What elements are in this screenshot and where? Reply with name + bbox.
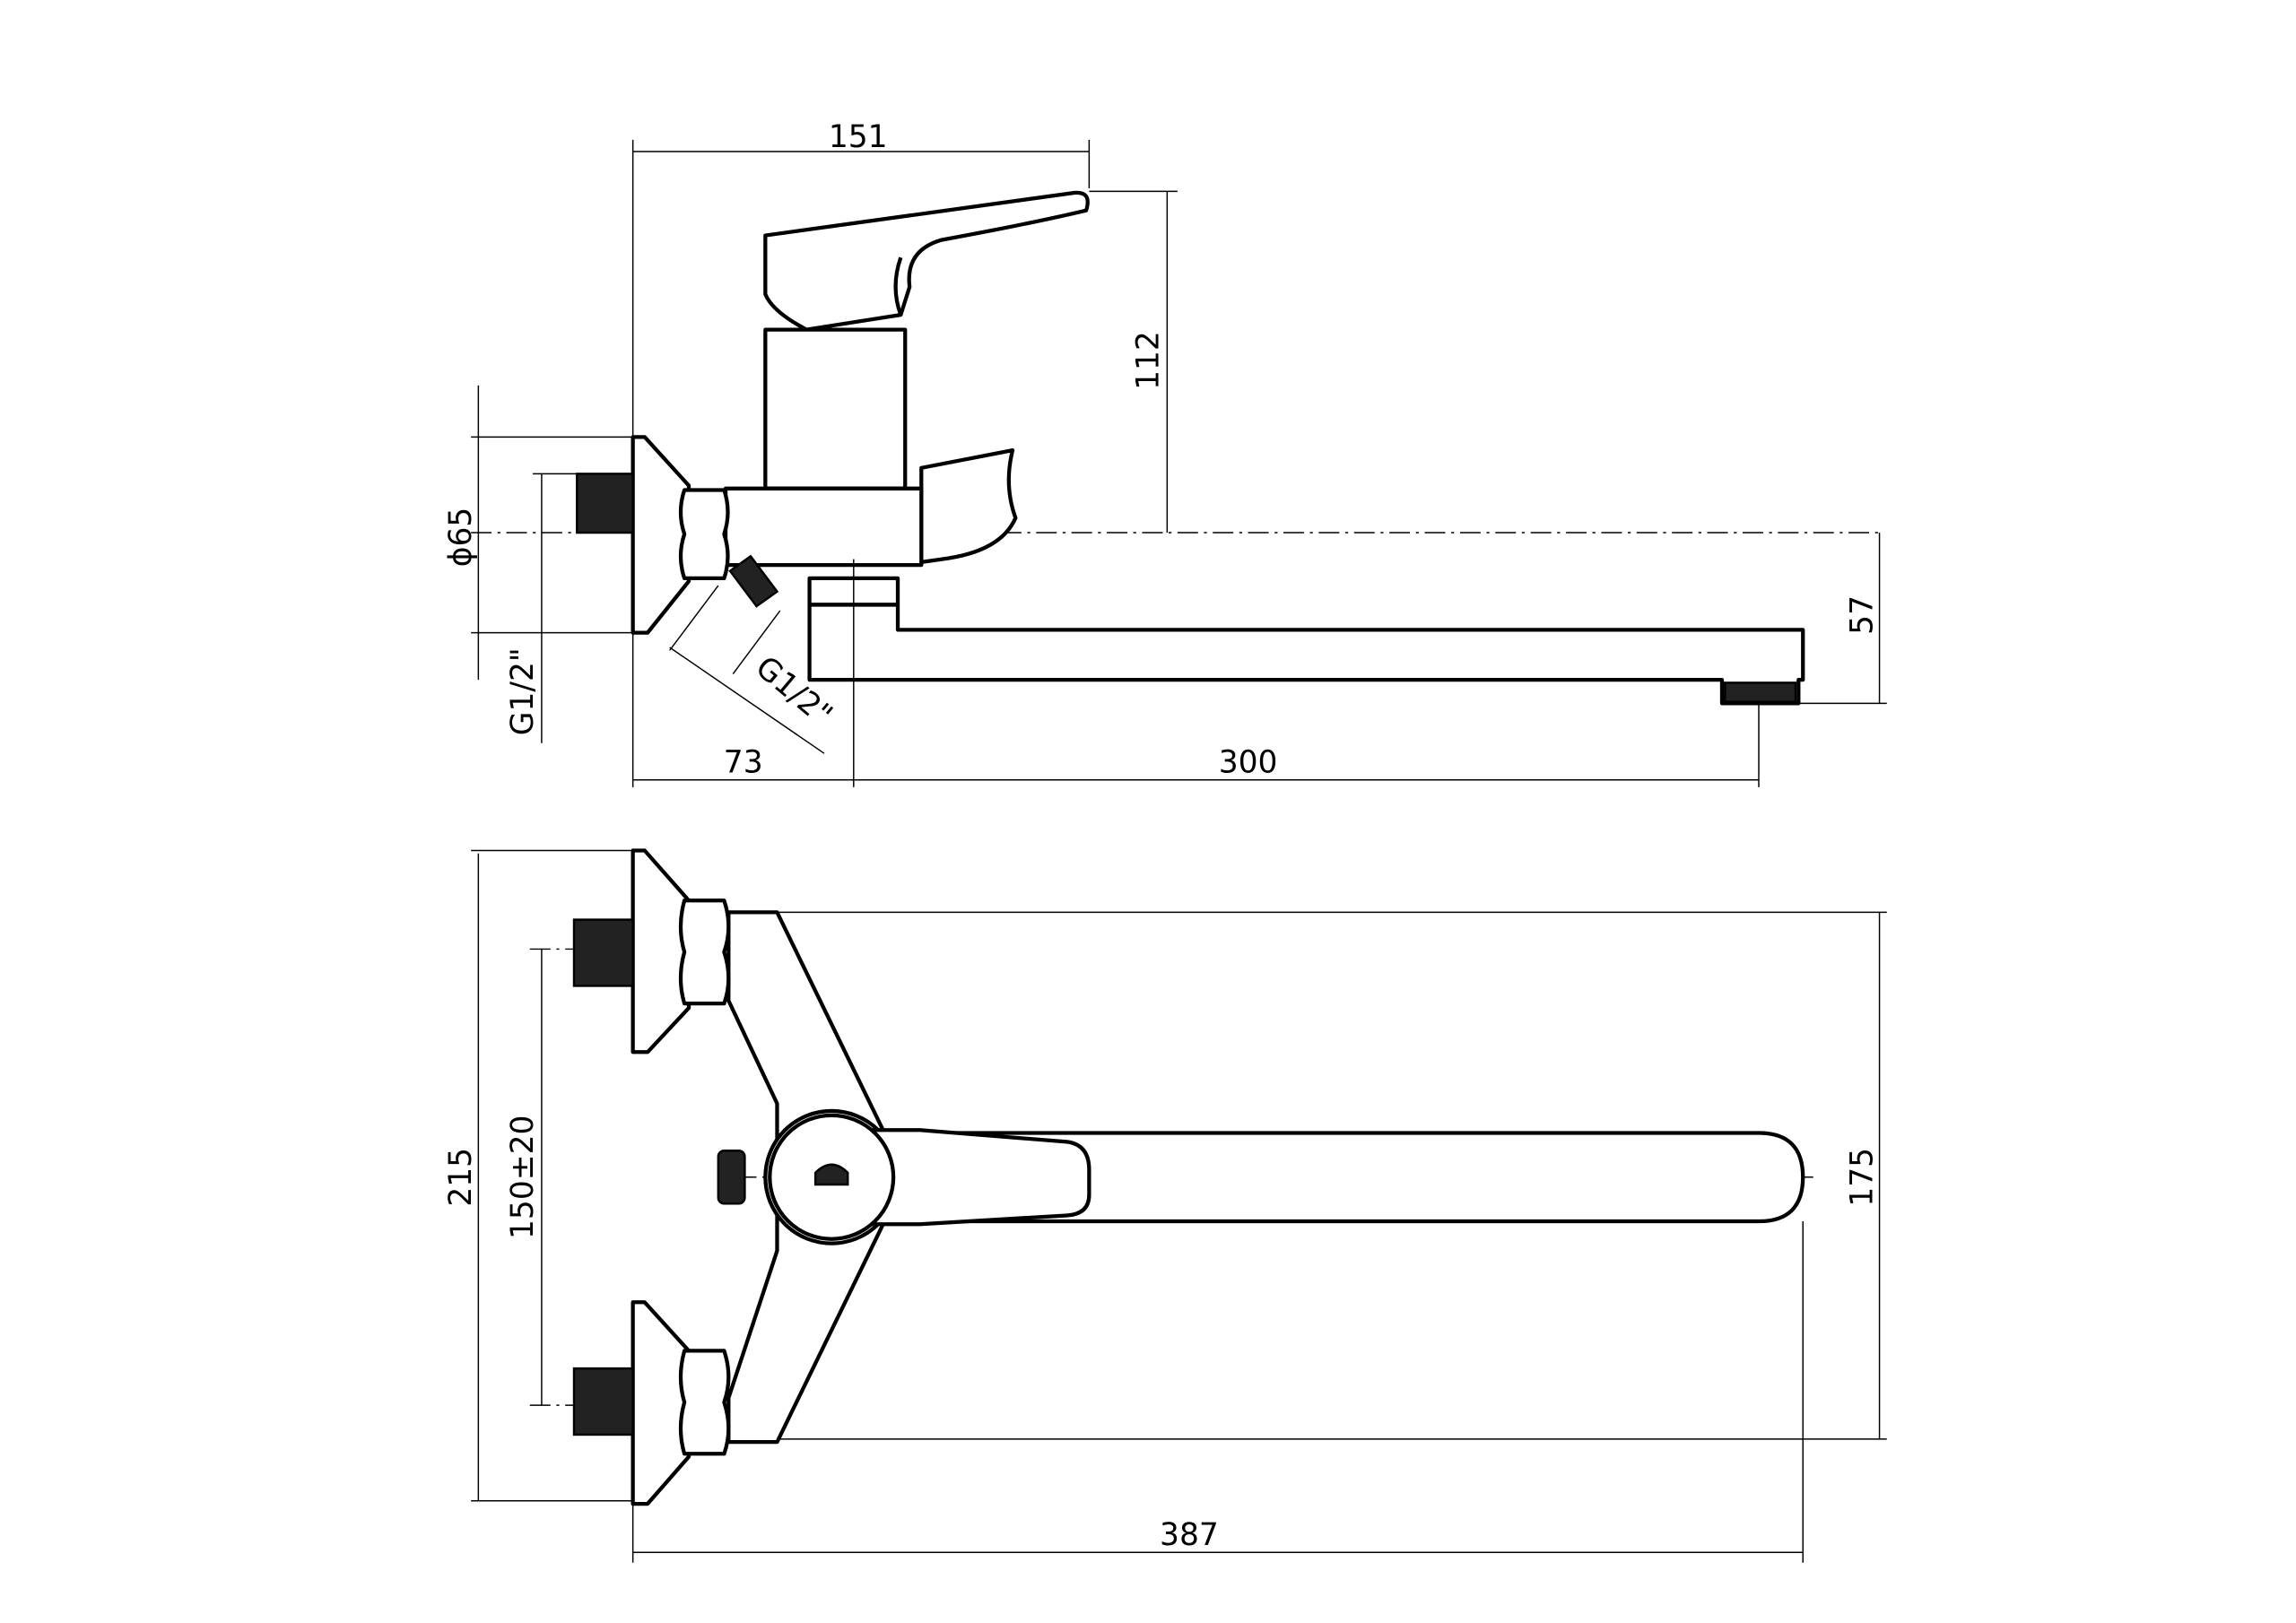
shower-outlet-thread — [728, 554, 779, 608]
spout-top — [918, 1131, 1805, 1224]
dim-215: 215 — [443, 1148, 479, 1207]
aerator — [1724, 681, 1797, 703]
union-nut-lower — [678, 1349, 731, 1456]
spout — [807, 603, 1805, 706]
dim-phi-65: ϕ65 — [443, 508, 479, 568]
wall-flange-lower — [631, 1300, 691, 1506]
dim-57: 57 — [1844, 595, 1880, 635]
dim-73: 73 — [724, 745, 763, 781]
top-view: 215 150±20 175 387 — [443, 848, 1887, 1563]
wall-flange — [631, 435, 691, 635]
logo-mark — [813, 1163, 849, 1186]
dim-150-20: 150±20 — [505, 1115, 541, 1239]
diverter-knob-top — [717, 1150, 746, 1205]
dim-175: 175 — [1844, 1148, 1880, 1207]
inlet-thread — [576, 473, 634, 534]
side-view: 151 112 57 ϕ65 G1/2" G1/2" 73 300 — [443, 119, 1887, 787]
dim-300: 300 — [1219, 745, 1278, 781]
inlet-thread-lower — [572, 1367, 634, 1436]
diverter-knob — [919, 448, 1018, 564]
dim-line-g12-outlet — [669, 647, 825, 754]
dim-g12-inlet: G1/2" — [505, 647, 541, 735]
dim-387: 387 — [1160, 1517, 1219, 1553]
handle-detail — [893, 256, 903, 316]
union-nut — [678, 488, 730, 581]
wall-flange-upper — [631, 848, 691, 1055]
mixer-body — [723, 486, 924, 568]
dim-151: 151 — [829, 119, 888, 155]
lever-handle — [763, 190, 1090, 332]
cartridge-body — [763, 327, 908, 490]
union-nut-upper — [678, 898, 731, 1006]
inlet-thread-upper — [572, 918, 634, 987]
dim-112: 112 — [1130, 331, 1166, 390]
